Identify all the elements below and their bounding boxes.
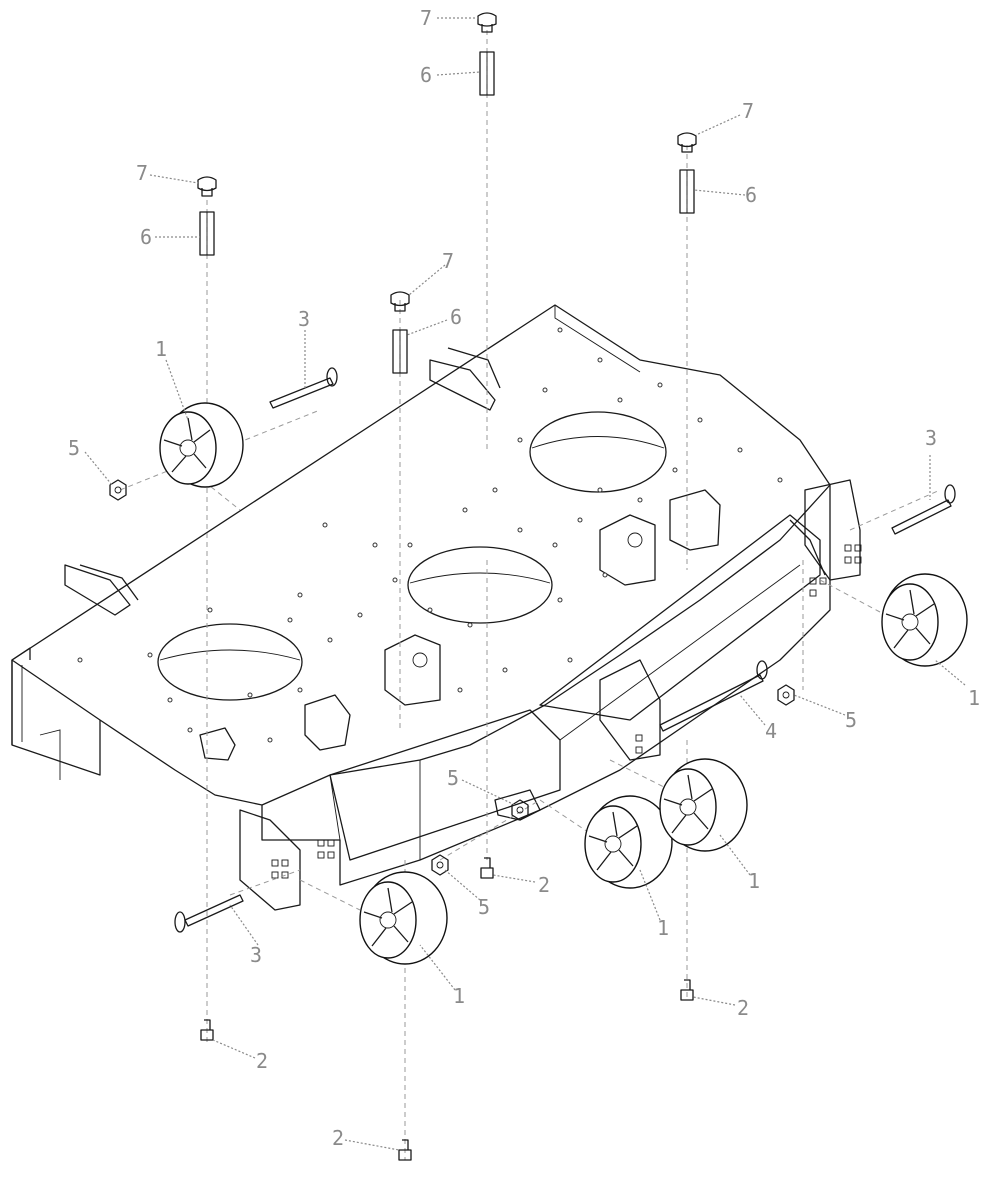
wheel-front-left	[359, 871, 448, 965]
slot-marks	[271, 544, 862, 879]
deck-holes	[77, 327, 783, 743]
wheel-front-right	[659, 758, 748, 852]
mower-deck	[11, 304, 862, 911]
leader-lines	[84, 17, 966, 1151]
callout-6: 6	[420, 63, 432, 87]
assembly-axis-lines	[119, 30, 941, 1160]
callout-7: 7	[442, 249, 454, 273]
callout-6: 6	[745, 183, 757, 207]
callout-5: 5	[68, 436, 80, 460]
wheel-front-center	[584, 795, 673, 889]
callout-3: 3	[298, 307, 310, 331]
callout-1: 1	[968, 686, 980, 710]
bottom-bolts	[200, 857, 694, 1161]
nuts	[109, 479, 795, 876]
callout-5: 5	[478, 895, 490, 919]
callout-6: 6	[450, 305, 462, 329]
callout-2: 2	[332, 1126, 344, 1150]
callout-2: 2	[538, 873, 550, 897]
callout-3: 3	[250, 943, 262, 967]
caps	[197, 12, 697, 312]
callout-6: 6	[140, 225, 152, 249]
callout-4: 4	[765, 719, 777, 743]
callout-7: 7	[742, 99, 754, 123]
callout-1: 1	[657, 916, 669, 940]
wheels	[159, 402, 968, 965]
callout-labels: 7 6 7 6 7 6 7 6 3 1 5 3 1 5 4 5 2 5 1 1 …	[68, 6, 980, 1150]
callout-2: 2	[256, 1049, 268, 1073]
axle-bolts	[174, 367, 956, 933]
callout-5: 5	[447, 766, 459, 790]
wheel-right-rear	[881, 573, 968, 667]
callout-2: 2	[737, 996, 749, 1020]
callout-3: 3	[925, 426, 937, 450]
callout-5: 5	[845, 708, 857, 732]
callout-7: 7	[136, 161, 148, 185]
wheel-left-rear	[159, 402, 244, 488]
callout-1: 1	[453, 984, 465, 1008]
spacers	[199, 51, 695, 374]
callout-1: 1	[155, 337, 167, 361]
callout-1: 1	[748, 869, 760, 893]
callout-7: 7	[420, 6, 432, 30]
